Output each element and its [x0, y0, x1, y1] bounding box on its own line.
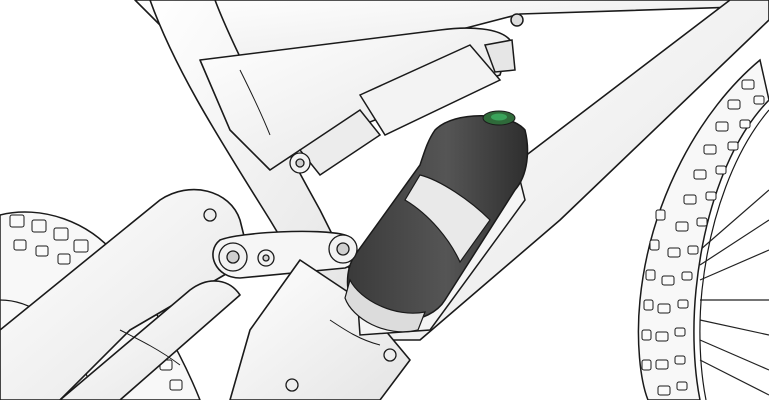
pivot-bolt-chainstay [203, 208, 217, 222]
bottle-cap-center [491, 113, 507, 121]
front-wheel [637, 58, 769, 400]
pivot-bolt-upper-core [295, 158, 305, 168]
chainstay [0, 188, 251, 400]
water-bottle [344, 110, 529, 336]
seat-stay [59, 280, 241, 400]
bb-bolt [383, 348, 397, 362]
shock-mount [483, 39, 516, 73]
wheel-spokes [699, 189, 769, 396]
bottom-bolt [285, 378, 299, 392]
pivot-bolts [203, 152, 397, 392]
pivot-bolt-mid-core [262, 254, 270, 262]
shock-bolt [510, 13, 524, 27]
shock-body [358, 44, 502, 136]
bottle-base-ring [344, 278, 426, 333]
pivot-bolt-left-core [226, 250, 240, 264]
bottle-grip-band [404, 174, 491, 264]
front-rim [699, 109, 769, 400]
shock-shaft [298, 108, 382, 177]
rear-shock [298, 13, 524, 177]
pivot-bolt-right-core [336, 242, 350, 256]
front-tire-knobs [641, 79, 765, 396]
frame-detail-lines [119, 69, 381, 366]
